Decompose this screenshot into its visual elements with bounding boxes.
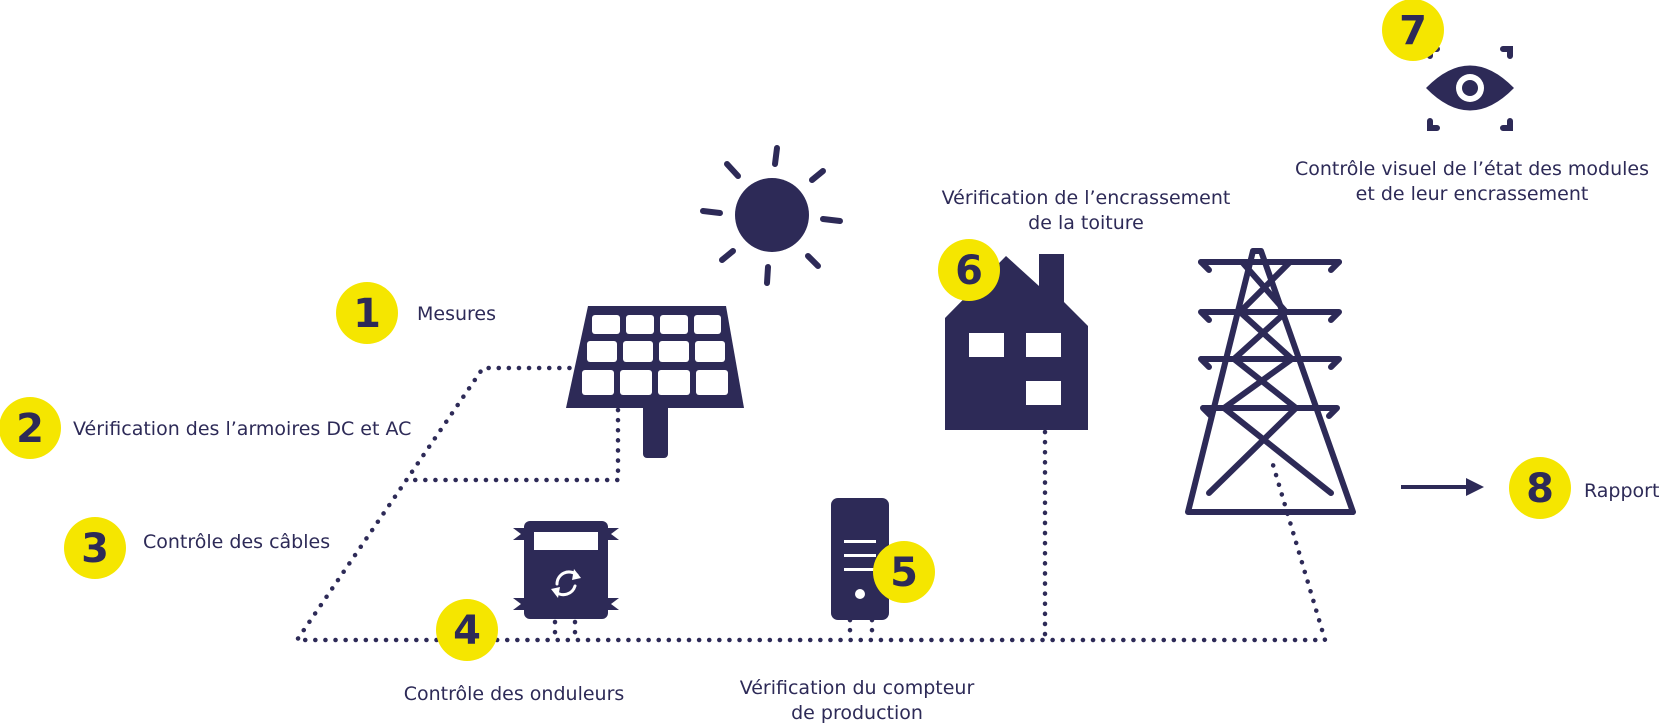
step-label: Contrôle visuel de l’état des modules [1295,158,1649,180]
step-badge [336,282,398,344]
step-badge [1382,0,1444,61]
step-badge [873,541,935,603]
step-label: de production [791,702,923,724]
step-label: de la toiture [1028,212,1144,234]
step-badge [436,599,498,661]
step-3: 3 Contrôle des câbles [64,517,330,579]
arrow-right-icon [1401,478,1484,496]
step-number: 2 [16,406,44,452]
dotted-cabling [292,365,1329,643]
step-8: 8 Rapport [1509,457,1659,519]
step-number: 7 [1399,8,1427,54]
step-number: 8 [1526,466,1554,512]
step-label: Contrôle des onduleurs [404,683,625,705]
step-label: Vérification du compteur [740,677,975,699]
step-badge [938,239,1000,301]
step-badge [0,397,61,459]
meter-icon [831,498,889,620]
step-number: 3 [81,526,109,572]
step-number: 4 [453,608,481,654]
step-label: Rapport [1584,480,1659,502]
pylon-icon [1185,248,1356,515]
step-label: Vérification de l’encrassement [942,187,1231,209]
step-badge [1509,457,1571,519]
step-number: 5 [890,550,918,596]
step-label: Contrôle des câbles [143,531,330,553]
step-badge [64,517,126,579]
step-6: 6 Vérification de l’encrassement de la toi… [938,187,1230,301]
step-label: Vérification des l’armoires DC et AC [73,418,411,440]
solar-panel-icon [566,306,744,458]
step-label: Mesures [417,303,496,325]
step-number: 1 [353,291,381,337]
sun-icon [700,145,843,286]
step-label: et de leur encrassement [1356,183,1589,205]
eye-scan-icon [1426,46,1514,131]
step-number: 6 [955,248,983,294]
step-2: 2 Vérification des l’armoires DC et AC [0,397,411,459]
step-1: 1 Mesures [336,282,496,344]
inverter-icon [513,521,619,619]
